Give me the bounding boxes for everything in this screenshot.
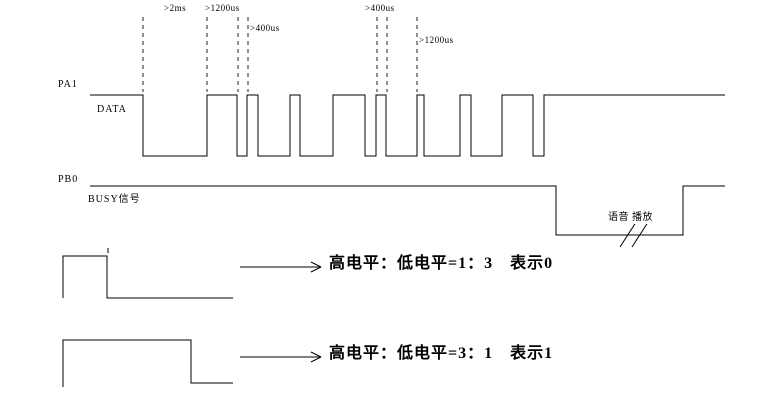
voice-playback-label: 语音 播放 [607,212,654,224]
pin-label-pa1: PA1 [58,79,78,90]
signal-label-busy: BUSY信号 [88,194,141,205]
signal-waveforms [90,94,725,236]
legend-text-bit1: 高电平：低电平=3：1 表示1 [329,345,554,362]
timing-label-400us-a: >400us [249,23,281,34]
legend-pulses [62,248,322,387]
legend-text-bit0: 高电平：低电平=1：3 表示0 [329,255,554,272]
pin-label-pb0: PB0 [58,174,79,185]
timing-label-1200us-a: >1200us [204,3,241,14]
timing-label-2ms: >2ms [163,3,188,14]
timing-label-400us-b: >400us [364,3,396,14]
timing-label-1200us-b: >1200us [418,35,455,46]
signal-label-data: DATA [97,104,127,115]
